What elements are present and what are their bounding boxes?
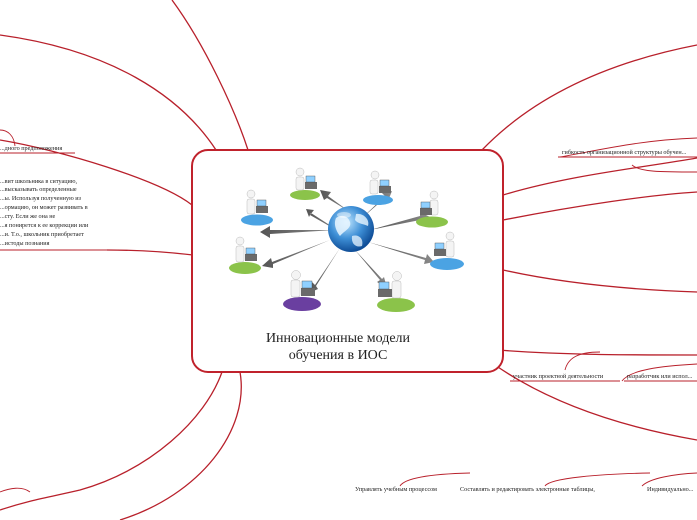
person-right-lower-icon bbox=[430, 231, 464, 270]
branch-left bbox=[0, 139, 193, 206]
branch-right-upper bbox=[502, 157, 697, 196]
topic-compose-spreadsheets[interactable]: Составлять и редактировать электронные т… bbox=[460, 486, 595, 493]
left-topic-line-2: ...высказывать определенные bbox=[0, 186, 77, 193]
left-topic-line-4: ...ормацию, он может развивать в bbox=[0, 204, 88, 211]
branch-right-bottom bbox=[494, 364, 697, 441]
central-title-line1: Инновационные модели bbox=[266, 331, 411, 346]
branch-bottom-left bbox=[0, 371, 223, 511]
topic-developer[interactable]: разработчик или испол... bbox=[627, 373, 693, 380]
network-illustration bbox=[229, 167, 464, 312]
sub-connectors bbox=[0, 129, 697, 493]
branch-right-center bbox=[502, 269, 697, 293]
person-left-lower-icon bbox=[229, 236, 261, 274]
globe-icon bbox=[328, 206, 374, 252]
branch-top-left bbox=[0, 34, 217, 151]
branch-right-top bbox=[481, 44, 697, 151]
topic-project-participant[interactable]: участник проектной деятельности bbox=[513, 373, 604, 380]
left-topic-line-7: ...и. Т.о., школьник приобретает bbox=[0, 231, 84, 238]
person-right-upper-icon bbox=[416, 190, 448, 228]
branch-right-lower bbox=[497, 349, 697, 356]
left-topic-heading: ...дного предположения bbox=[0, 145, 62, 152]
person-bottom-left-icon bbox=[283, 270, 321, 311]
left-topic-line-3: ...ы. Используя полученную из bbox=[0, 195, 82, 202]
left-topic-line-1: ...вит школьника в ситуацию, bbox=[0, 178, 77, 185]
person-left-upper-icon bbox=[241, 189, 273, 226]
left-topic-line-8: ...истоды познания bbox=[0, 240, 50, 247]
branch-right-mid bbox=[502, 191, 697, 221]
central-node[interactable]: Инновационные модели обучения в ИОС bbox=[191, 149, 504, 373]
person-top-left-icon bbox=[290, 167, 320, 200]
branch-top bbox=[171, 0, 249, 151]
topic-individual[interactable]: Индивидуально... bbox=[647, 486, 694, 493]
left-topic-line-5: ...сту. Если же она не bbox=[0, 213, 56, 220]
person-bottom-right-icon bbox=[377, 271, 415, 312]
central-title-line2: обучения в ИОС bbox=[289, 348, 388, 363]
branch-bottom-left-2 bbox=[119, 371, 242, 520]
topic-manage-learning[interactable]: Управлять учебным процессом bbox=[355, 486, 437, 493]
topic-flexibility[interactable]: гибкость организационной структуры обуче… bbox=[562, 149, 687, 156]
person-top-right-icon bbox=[363, 170, 393, 205]
left-topic-line-6: ...я понирется к ее коррекции или bbox=[0, 222, 89, 229]
left-topic[interactable]: ...дного предположения ...вит школьника … bbox=[0, 145, 89, 247]
branch-left-lower bbox=[106, 249, 194, 256]
